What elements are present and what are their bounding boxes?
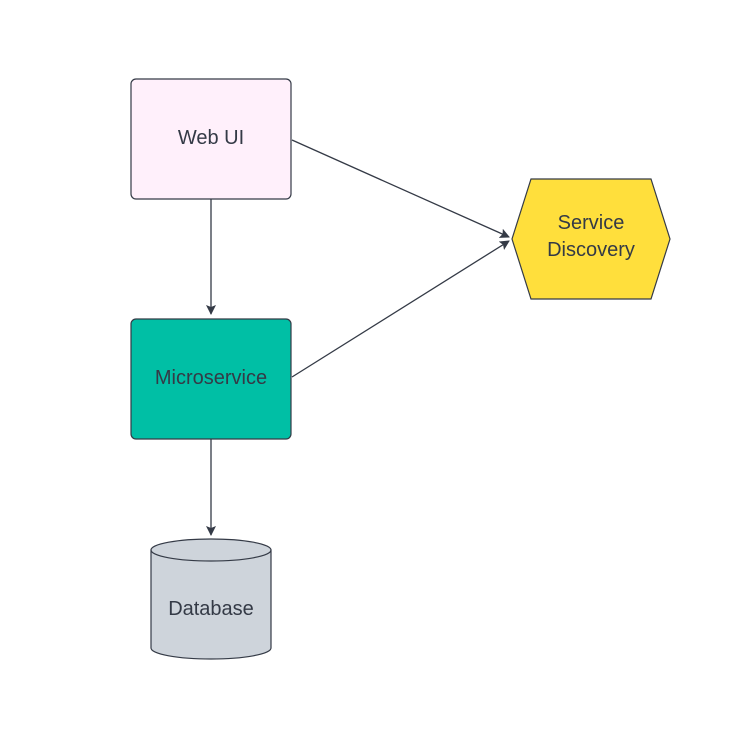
database-cylinder-top: [150, 549, 272, 562]
web-ui-label: Web UI: [178, 127, 244, 149]
microservice-box: [130, 318, 292, 440]
database-label: Database: [168, 598, 254, 620]
node-database[interactable]: Database: [150, 538, 272, 660]
edges: [206, 139, 510, 536]
service-discovery-label-line1: Service: [558, 212, 625, 234]
service-discovery-label-line2: Discovery: [547, 239, 635, 261]
web-ui-box: [130, 78, 292, 200]
node-web-ui[interactable]: Web UI: [130, 78, 292, 200]
service-discovery-hexagon: [511, 178, 671, 300]
database-cylinder-body: [150, 538, 272, 660]
edge-microservice-to-service-discovery: [291, 240, 510, 378]
microservice-label: Microservice: [155, 367, 267, 389]
node-microservice[interactable]: Microservice: [130, 318, 292, 440]
node-service-discovery[interactable]: Service Discovery: [511, 178, 671, 300]
edge-webui-to-service-discovery: [291, 139, 510, 238]
